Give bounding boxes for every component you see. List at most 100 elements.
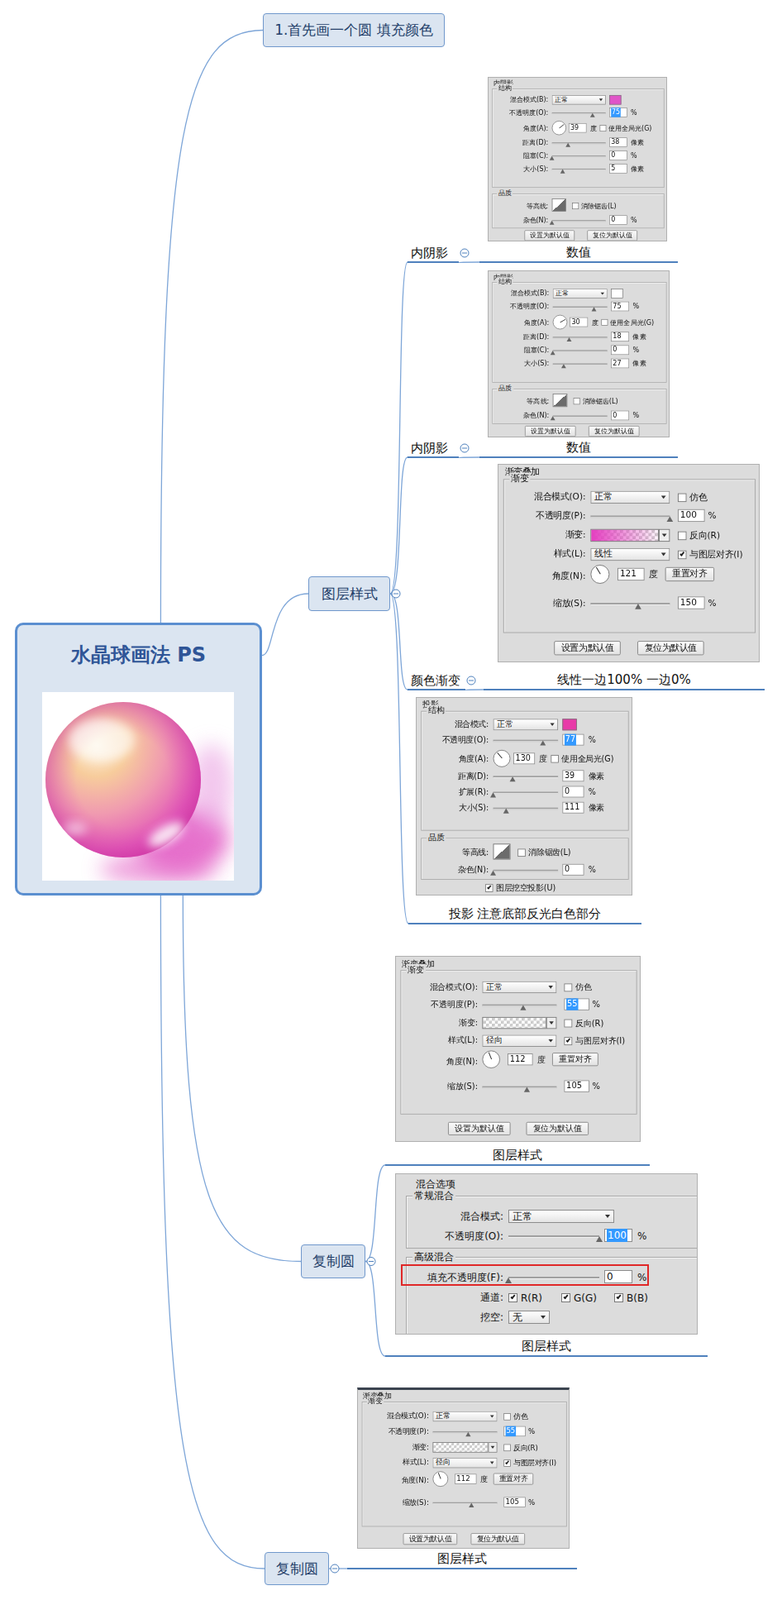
slider-thumb — [519, 1005, 526, 1011]
topic-text: 内阴影 — [410, 244, 456, 262]
field-label: 扩展(R): — [424, 786, 490, 798]
unit-text: 像素 — [630, 138, 644, 148]
field-label: 混合模式(B): — [494, 288, 549, 299]
select-box: 正常 — [493, 718, 559, 730]
branch-line — [465, 689, 484, 691]
checkbox-label: 与图层对齐(I) — [689, 548, 743, 562]
input-value: 105 — [505, 1496, 520, 1507]
input-value: 75 — [610, 107, 621, 118]
topic-text: 投影 注意底部反光白色部分 — [408, 905, 642, 922]
slider-track — [493, 791, 559, 794]
dialog-body: 投影结构混合模式:正常不透明度(O):77%角度(A):130度使用全局光(G)… — [416, 697, 633, 896]
input-value: 0 — [610, 150, 616, 161]
dialog-button: 重置对齐 — [552, 1052, 599, 1066]
topic-text: 图层样式 — [385, 1338, 708, 1355]
topic-box: 复制圆 — [264, 1551, 330, 1585]
topic-text: 数值 — [479, 439, 678, 456]
field-label: 缩放(S): — [403, 1080, 478, 1092]
field-label: 阻塞(C): — [494, 345, 549, 356]
group-title: 渐变 — [367, 1396, 384, 1407]
angle-dial — [432, 1470, 449, 1487]
group-frame — [491, 388, 667, 425]
checkbox — [563, 1036, 573, 1045]
collapse-button — [460, 443, 469, 453]
field-label: 等高线: — [494, 396, 549, 407]
slider-thumb — [596, 1235, 603, 1242]
slider-track — [553, 306, 608, 309]
field-label: 距离(D): — [424, 770, 490, 782]
angle-dial — [481, 1049, 501, 1069]
checkbox-label: 与图层对齐(I) — [575, 1034, 625, 1047]
select-value: 径向 — [435, 1457, 450, 1468]
input-box: 100 — [604, 1228, 633, 1242]
unit-text: 度 — [537, 1053, 546, 1066]
check-mark — [566, 1037, 572, 1043]
input-box: 0 — [604, 1269, 633, 1283]
checkbox — [677, 531, 687, 541]
input-value: 121 — [619, 567, 637, 581]
slider-track — [552, 142, 606, 144]
settings-dialog: 渐变叠加渐变混合模式(O):正常仿色不透明度(P):55%渐变:反向(R)样式(… — [395, 955, 641, 1142]
checkbox-label: 反向(R) — [689, 529, 721, 543]
select-arrow — [599, 98, 603, 101]
checkbox — [503, 1459, 511, 1467]
branch-line — [390, 457, 408, 594]
unit-text: % — [588, 786, 597, 798]
gradient-dropdown — [546, 1016, 558, 1029]
input-value: 150 — [680, 596, 697, 609]
gradient-dropdown — [658, 529, 670, 542]
select-value: 正常 — [435, 1411, 450, 1421]
checkbox-label: 反向(R) — [575, 1017, 604, 1030]
input-value: 0 — [564, 863, 570, 876]
dialog-button: 复位为默认值 — [526, 1121, 590, 1135]
slider-thumb — [549, 220, 555, 225]
input-value: 5 — [610, 163, 616, 174]
dialog-button: 复位为默认值 — [471, 1532, 526, 1545]
checkbox-label: B(B) — [626, 1291, 649, 1305]
unit-text: % — [637, 1270, 647, 1284]
image-topic: 线性一边100% 一边0%渐变叠加渐变混合模式(O):正常仿色不透明度(P):1… — [483, 459, 765, 691]
input-box: 75 — [609, 107, 628, 118]
input-value: 18 — [612, 331, 621, 342]
input-box: 130 — [513, 752, 535, 764]
slider-thumb — [667, 515, 674, 522]
slider-track — [552, 155, 606, 158]
gradient-bar — [590, 529, 659, 542]
checkbox — [573, 397, 581, 405]
gradient-bar — [481, 1016, 546, 1029]
slider-track — [493, 869, 559, 873]
input-box: 0 — [610, 410, 630, 421]
field-label: 渐变: — [506, 529, 587, 542]
checkbox-label: 消除锯齿(L) — [582, 396, 619, 407]
field-label: 不透明度(O): — [494, 108, 549, 119]
image-topic: 图层样式渐变叠加渐变混合模式(O):正常仿色不透明度(P):55%渐变:反向(R… — [385, 950, 650, 1166]
input-box: 105 — [563, 1079, 590, 1092]
unit-text: 像素 — [630, 164, 644, 175]
select-box: 径向 — [432, 1457, 497, 1468]
branch-line — [160, 895, 265, 1569]
field-label: 混合模式(B): — [494, 95, 549, 105]
collapse-minus — [368, 1260, 374, 1262]
image-topic: 图层样式混合选项常规混合混合模式:正常不透明度(O):100%高级混合填充不透明… — [385, 1168, 708, 1357]
select-arrow — [605, 1214, 611, 1218]
field-label: 阻塞(C): — [494, 151, 549, 162]
field-label: 角度(A): — [424, 753, 490, 765]
input-value: 55 — [566, 997, 578, 1010]
group-title: 品质 — [496, 188, 513, 199]
button-text: 重置对齐 — [499, 1473, 528, 1483]
checkbox-label: G(G) — [573, 1291, 597, 1305]
collapse-minus — [332, 1568, 338, 1569]
input-value: 75 — [612, 301, 621, 312]
contour-icon — [552, 198, 567, 212]
input-box: 150 — [677, 596, 706, 609]
dialog-body: 内阴影结构混合模式(B):正常不透明度(O):75%角度(A):30度使用全局光… — [488, 271, 670, 438]
field-label: 杂色(N): — [494, 410, 549, 421]
field-label: 等高线: — [424, 847, 490, 859]
topic-box: 复制圆 — [300, 1244, 366, 1278]
check-mark — [679, 550, 685, 556]
field-label: 大小(S): — [424, 802, 490, 815]
field-label: 不透明度(O): — [424, 734, 490, 747]
group-title: 品质 — [426, 831, 446, 844]
unit-text: % — [632, 345, 639, 356]
slider-thumb — [510, 776, 516, 782]
